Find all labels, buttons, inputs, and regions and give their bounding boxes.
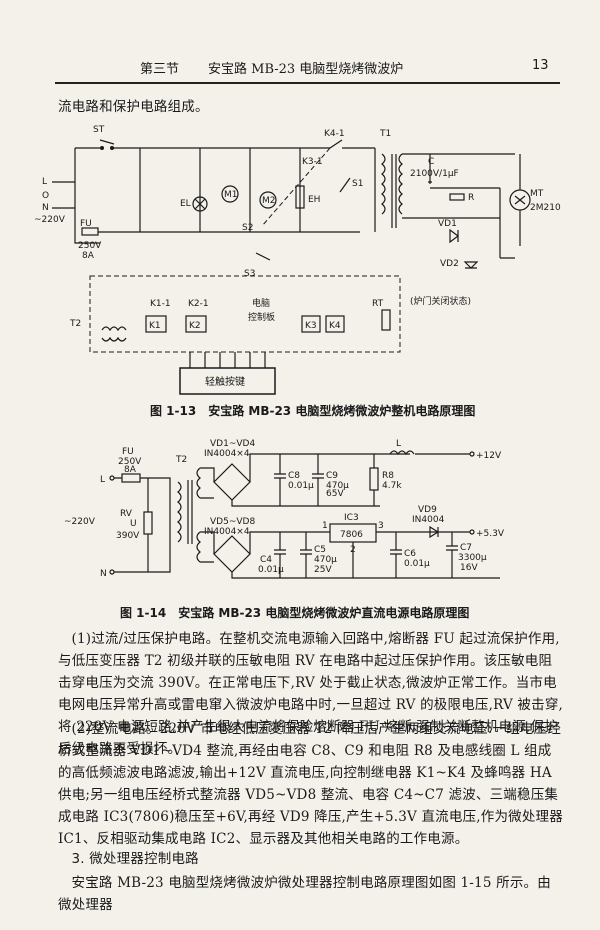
page-number: 13 (532, 58, 549, 73)
label-fu-a-14: 8A (124, 465, 137, 475)
label-bridge1: VD1~VD4 (210, 439, 255, 449)
label-k4: K4 (329, 321, 341, 331)
label-r: R (468, 193, 474, 203)
label-k2: K2 (189, 321, 201, 331)
section-heading: 3. 微处理器控制电路 (71, 851, 199, 867)
label-m1: M1 (224, 190, 238, 200)
label-c: C (428, 157, 434, 167)
label-fu-14: FU (122, 447, 134, 457)
label-rv-v: 390V (116, 531, 140, 541)
label-c5-v1: 470μ (314, 555, 337, 565)
label-s2: S2 (242, 223, 253, 233)
label-n-in: N (100, 569, 107, 579)
paragraph-overcurrent: (1)过流/过压保护电路。在整机交流电源输入回路中,熔断器 FU 起过流保护作用… (58, 631, 564, 757)
header-rule (55, 82, 560, 84)
label-keypad: 轻触按键 (205, 375, 245, 388)
label-mt-model: 2M210 (530, 203, 561, 213)
label-c8: C8 (288, 471, 300, 481)
label-rt: RT (372, 299, 384, 309)
paragraph-microprocessor: 安宝路 MB-23 电脑型烧烤微波炉微处理器控制电路原理图如图 1-15 所示。… (58, 875, 551, 913)
label-bridge2-type: IN4004×4 (204, 527, 250, 537)
label-k1-1: K1-1 (150, 299, 171, 309)
label-mt: MT (530, 189, 544, 199)
figure-1-13-schematic: ST K4-1 L O N ~220V FU 250V 8A EL M1 M2 … (34, 125, 561, 395)
label-s3: S3 (244, 269, 255, 279)
label-r8: R8 (382, 471, 394, 481)
label-c5-v2: 25V (314, 565, 332, 575)
label-u: U (130, 519, 137, 529)
label-k1: K1 (149, 321, 161, 331)
label-c6-v: 0.01μ (404, 559, 430, 569)
label-s1: S1 (352, 179, 363, 189)
label-c9-v1: 470μ (326, 481, 349, 491)
label-st: ST (93, 125, 105, 135)
label-c5: C5 (314, 545, 326, 555)
label-k3-1: K3-1 (302, 157, 323, 167)
label-l-in: L (100, 475, 105, 485)
label-n: N (42, 203, 49, 213)
label-board-1: 电脑 (252, 297, 270, 309)
figure-1-14-caption: 图 1-14 安宝路 MB-23 电脑型烧烤微波炉直流电源电路原理图 (120, 606, 470, 620)
label-bridge2: VD5~VD8 (210, 517, 255, 527)
figure-1-13-caption: 图 1-13 安宝路 MB-23 电脑型烧烤微波炉整机电路原理图 (150, 404, 476, 418)
label-o: O (42, 191, 49, 201)
label-c7-v1: 3300μ (458, 553, 487, 563)
label-c7-v2: 16V (460, 563, 478, 573)
label-vd9-type: IN4004 (412, 515, 445, 525)
label-fu-250v: 250V (78, 241, 102, 251)
label-pin1: 1 (322, 521, 328, 531)
label-l-ind: L (396, 439, 401, 449)
label-r8-v: 4.7k (382, 481, 402, 491)
label-t1: T1 (379, 129, 391, 139)
label-pin3: 3 (378, 521, 384, 531)
label-el: EL (180, 199, 191, 209)
label-k4-1: K4-1 (324, 129, 345, 139)
label-bridge1-type: IN4004×4 (204, 449, 250, 459)
label-c4: C4 (260, 555, 272, 565)
label-eh: EH (308, 195, 320, 205)
label-c4-v: 0.01μ (258, 565, 284, 575)
label-k3: K3 (305, 321, 317, 331)
running-title: 安宝路 MB-23 电脑型烧烤微波炉 (208, 62, 404, 77)
label-door-state: (炉门关闭状态) (410, 295, 471, 307)
figure-1-14-schematic: L N ~220V FU 250V 8A RV U 390V T2 VD1~VD… (64, 439, 505, 579)
label-fu-8a: 8A (82, 251, 95, 261)
label-fu: FU (80, 219, 92, 229)
label-k2-1: K2-1 (188, 299, 209, 309)
paragraph-rectifier: (2)整流电路。220V 市电经低压变压器 T2 降压后产生两组交流电压:一组电… (58, 721, 563, 847)
label-board-2: 控制板 (248, 311, 275, 323)
label-vd1: VD1 (438, 219, 457, 229)
label-out-5v3: +5.3V (476, 529, 505, 539)
label-c7: C7 (460, 543, 472, 553)
label-vd2: VD2 (440, 259, 459, 269)
label-ic3: IC3 (344, 513, 359, 523)
label-t2: T2 (69, 319, 81, 329)
label-out-12v: +12V (476, 451, 502, 461)
label-c9-v2: 65V (326, 489, 344, 499)
label-220v-in: ~220V (64, 517, 96, 527)
intro-line: 流电路和保护电路组成。 (58, 99, 209, 115)
label-c-value: 2100V/1μF (410, 169, 459, 179)
label-c9: C9 (326, 471, 338, 481)
label-ic3-model: 7806 (340, 530, 363, 540)
label-c6: C6 (404, 549, 416, 559)
label-220v: ~220V (34, 215, 66, 225)
label-vd9: VD9 (418, 505, 437, 515)
label-m2: M2 (262, 196, 276, 206)
label-rv: RV (120, 509, 133, 519)
section-label: 第三节 (140, 62, 180, 77)
label-l: L (42, 177, 47, 187)
label-t2-14: T2 (175, 455, 187, 465)
label-c8-v: 0.01μ (288, 481, 314, 491)
label-fu-v-14: 250V (118, 457, 142, 467)
